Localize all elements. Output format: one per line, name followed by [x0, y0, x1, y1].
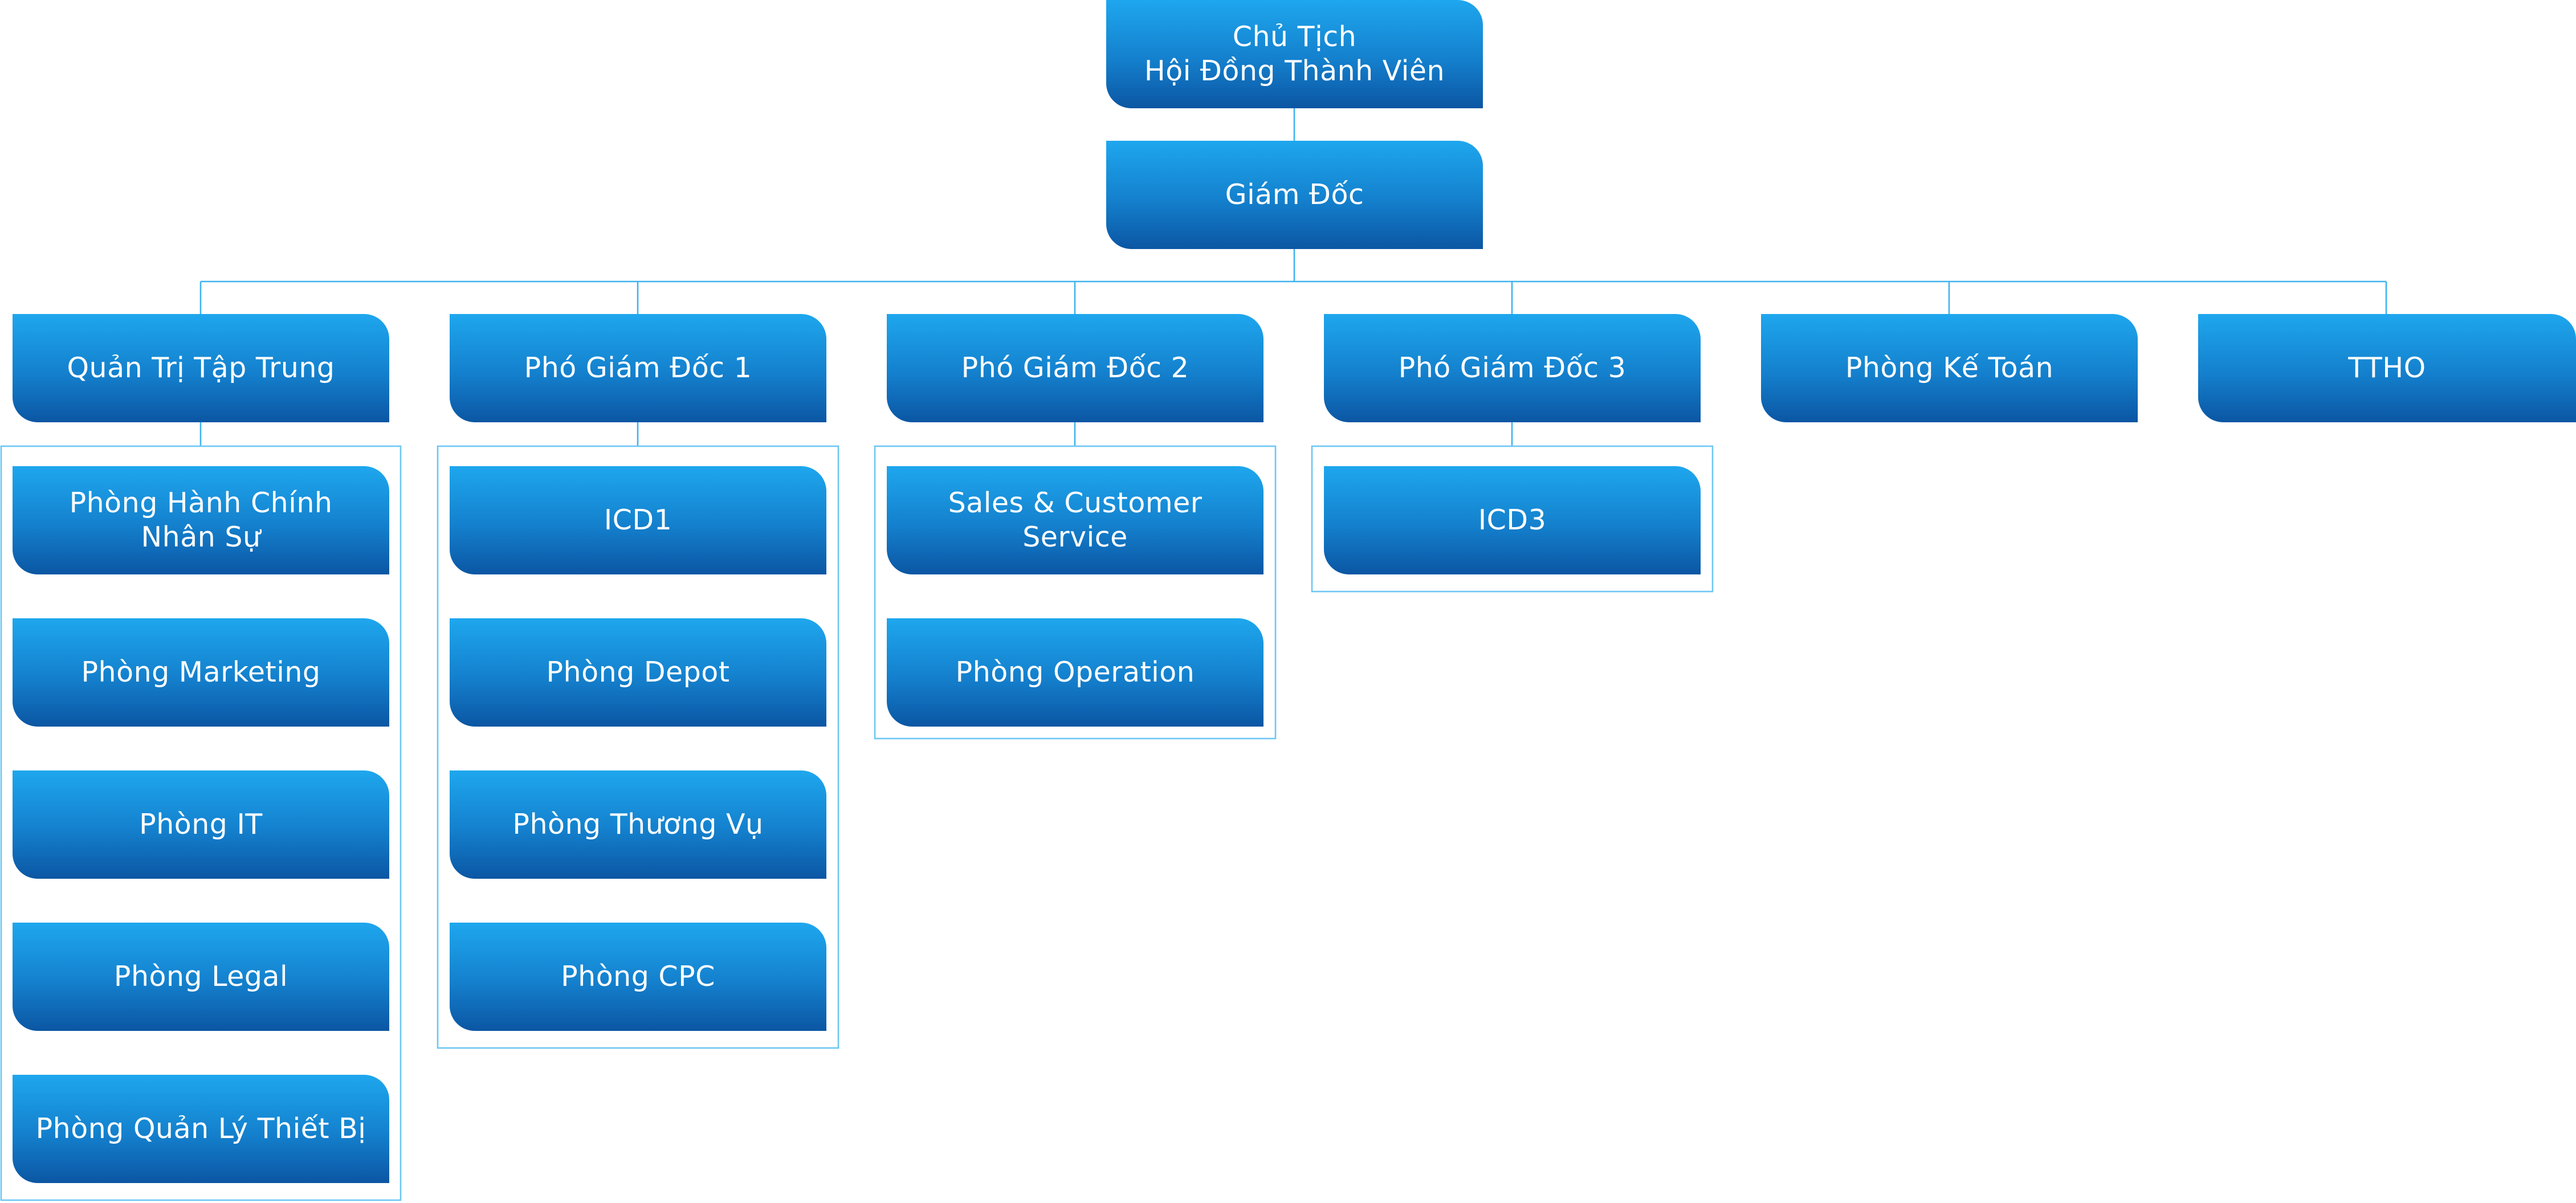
- branch-box: Phó Giám Đốc 1: [450, 314, 826, 422]
- department-box: ICD3: [1324, 466, 1701, 574]
- group-frame: [874, 445, 1277, 740]
- branch-box: Phó Giám Đốc 3: [1324, 314, 1701, 422]
- branch-box: TTHO: [2198, 314, 2576, 422]
- director-box: Giám Đốc: [1106, 141, 1483, 249]
- department-box: Phòng Thương Vụ: [450, 770, 826, 879]
- group-frame: [0, 445, 402, 1201]
- branch-box: Quản Trị Tập Trung: [13, 314, 389, 422]
- department-box: Phòng Operation: [887, 618, 1263, 727]
- department-box: ICD1: [450, 466, 826, 574]
- department-box: Phòng CPC: [450, 923, 826, 1031]
- department-box: Phòng Depot: [450, 618, 826, 727]
- branch-box: Phó Giám Đốc 2: [887, 314, 1263, 422]
- department-box: Phòng Quản Lý Thiết Bị: [13, 1075, 389, 1183]
- group-frame: [1311, 445, 1714, 593]
- chairman-box: Chủ Tịch Hội Đồng Thành Viên: [1106, 0, 1483, 108]
- department-box: Phòng Legal: [13, 923, 389, 1031]
- department-box: Phòng Hành Chính Nhân Sự: [13, 466, 389, 574]
- department-box: Sales & Customer Service: [887, 466, 1263, 574]
- department-box: Phòng Marketing: [13, 618, 389, 727]
- department-box: Phòng IT: [13, 770, 389, 879]
- group-frame: [437, 445, 839, 1049]
- branch-box: Phòng Kế Toán: [1761, 314, 2138, 422]
